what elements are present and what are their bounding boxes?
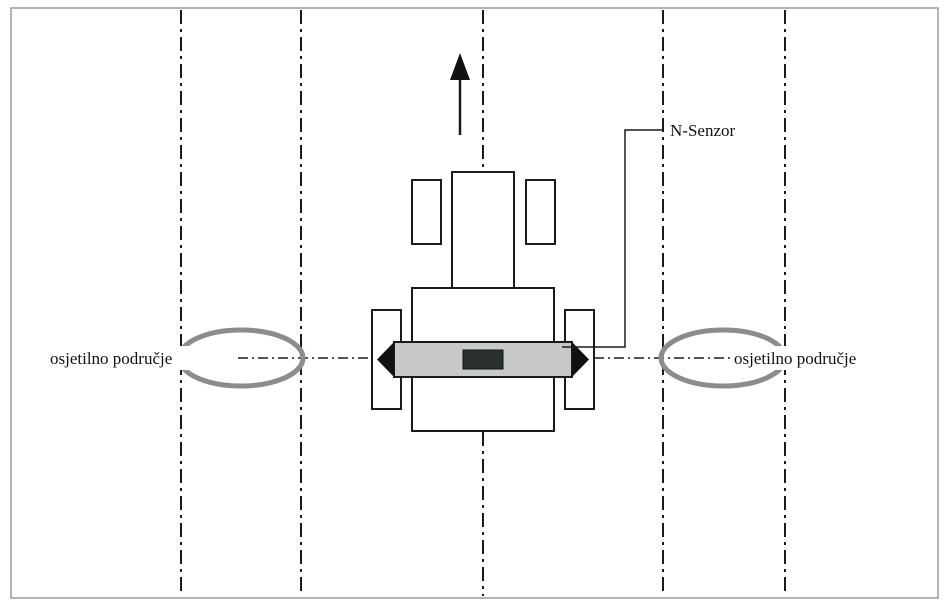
front-wheel-right bbox=[525, 179, 556, 245]
front-wheel-left bbox=[411, 179, 442, 245]
sensor-unit bbox=[462, 349, 504, 370]
label-right-group: osjetilno područje bbox=[731, 346, 917, 370]
direction-arrow bbox=[450, 53, 470, 135]
sensor-label: N-Senzor bbox=[670, 121, 735, 140]
sensor-boom bbox=[377, 341, 589, 378]
tractor-hood bbox=[451, 171, 515, 291]
arrow-up-icon bbox=[450, 53, 470, 80]
triangle-icon bbox=[377, 342, 394, 377]
sensing-area-label-right: osjetilno područje bbox=[734, 349, 856, 368]
sensing-area-label-left: osjetilno područje bbox=[50, 349, 172, 368]
sensor-leader-line bbox=[562, 129, 664, 348]
crop-row-lines bbox=[180, 10, 786, 596]
triangle-icon bbox=[572, 342, 589, 377]
label-left-group: osjetilno područje bbox=[48, 346, 236, 370]
